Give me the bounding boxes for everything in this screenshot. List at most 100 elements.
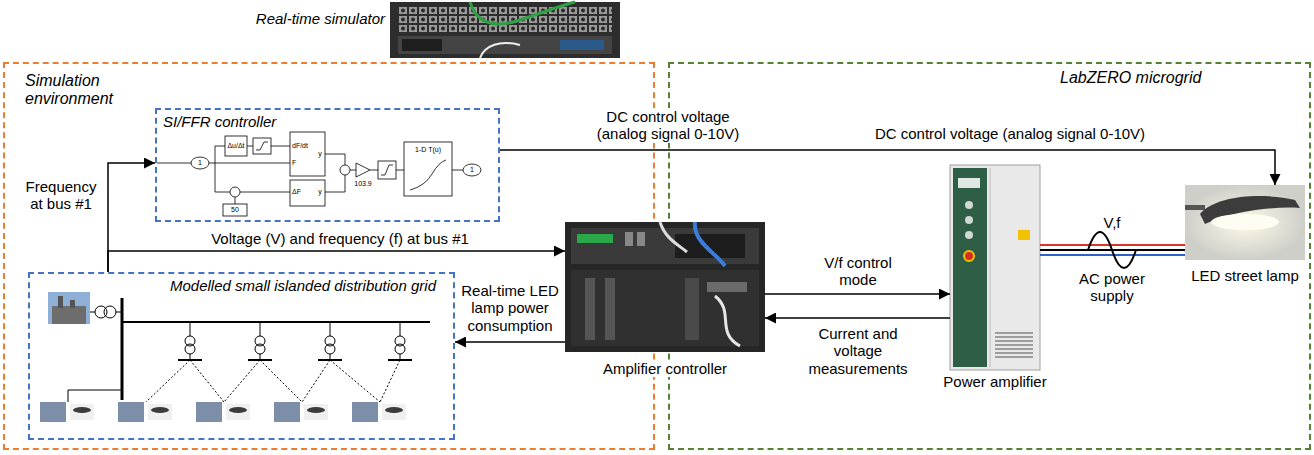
distribution-grid-drawing (190, 322, 191, 336)
simulink-diagram (223, 204, 247, 216)
distribution-grid-drawing (226, 404, 250, 420)
distribution-grid-drawing (260, 360, 302, 402)
simulink-diagram (290, 180, 325, 206)
distribution-grid-drawing (121, 298, 124, 400)
connector-label: DC control voltage (analog signal 0-10V) (588, 108, 748, 143)
connector-label: Real-time LED lamp power consumption (457, 282, 563, 334)
distribution-grid-drawing (104, 306, 116, 318)
simulator-photo (480, 43, 520, 58)
distribution-grid-drawing (146, 360, 400, 402)
distribution-grid-drawing (330, 360, 380, 402)
distribution-grid-drawing (40, 402, 66, 422)
signal-label: DC control voltage (analog signal 0-10V) (855, 125, 1165, 142)
connector-arrow (108, 251, 565, 272)
ac-supply-wires (1040, 244, 1185, 246)
amplifier-controller-photo (695, 222, 725, 266)
distribution-grid-drawing (40, 292, 430, 422)
frame-title: LabZERO microgrid (1060, 69, 1201, 87)
distribution-grid-drawing (352, 402, 378, 422)
simulator-photo (560, 40, 604, 50)
simulink-diagram (370, 170, 378, 171)
simulator-photo (390, 2, 620, 58)
connectors (108, 150, 1275, 342)
power-amplifier-photo (950, 165, 1040, 370)
power-amplifier-photo (950, 165, 1040, 370)
connector-label: V/f control mode (813, 254, 903, 289)
simulator-photo (390, 2, 620, 58)
connector-arrow (1040, 249, 1185, 251)
simulink-diagram (235, 197, 236, 204)
amplifier-controller-photo (605, 278, 615, 340)
power-amplifier-photo (958, 178, 980, 188)
simulink-diagram (256, 142, 268, 150)
ac-supply-wires (1040, 232, 1185, 268)
amplifier-controller-photo (585, 278, 595, 340)
distribution-grid-drawing (302, 360, 330, 402)
simulink-diagram (240, 192, 290, 193)
amplifier-controller-photo (660, 222, 687, 252)
led-street-lamp-photo (1185, 185, 1305, 260)
amplifier-controller-photo (625, 232, 633, 246)
amplifier-controller-photo (565, 222, 765, 352)
power-amplifier-photo (995, 330, 1033, 360)
simulink-diagram (381, 165, 393, 175)
connector-arrow (108, 163, 155, 272)
port-name: F (292, 159, 302, 166)
led-street-lamp-photo (1211, 214, 1279, 230)
connector-arrow (765, 317, 950, 319)
distribution-grid-drawing (255, 344, 265, 354)
distribution-grid-drawing (52, 306, 86, 324)
connector-label: Frequency at bus #1 (20, 178, 102, 213)
constant-value: 50 (223, 206, 247, 213)
distribution-grid-drawing (400, 322, 401, 336)
device-label: Amplifier controller (555, 360, 775, 377)
amplifier-controller-photo (685, 278, 699, 340)
grid-frame: Modelled small islanded distribution gri… (28, 272, 455, 440)
distribution-grid-drawing (304, 404, 328, 420)
gain-value: 103.9 (349, 180, 377, 187)
simulation-environment-frame: Simulation environmentSI/FFR controllerM… (3, 62, 655, 450)
simulator-photo (470, 2, 575, 24)
power-amplifier-photo (1018, 230, 1030, 240)
amplifier-controller-photo (675, 234, 745, 258)
amplifier-controller-photo (715, 296, 740, 346)
simulink-diagram (340, 165, 350, 175)
power-amplifier-photo (965, 216, 973, 224)
simulink-diagram (410, 160, 446, 190)
simulink-diagram (230, 187, 240, 197)
amplifier-controller-photo (565, 222, 765, 352)
distribution-grid-drawing (73, 407, 91, 413)
simulator-photo (398, 36, 612, 54)
connector-label: Current and voltage measurements (803, 325, 913, 377)
power-amplifier-photo (965, 231, 973, 239)
block-label: Δu/Δt (224, 142, 248, 149)
distribution-grid-drawing (58, 296, 63, 308)
power-amplifier-photo (965, 201, 973, 209)
controller-frame: SI/FFR controller (155, 108, 500, 222)
block-label: 1-D T(u) (404, 146, 452, 153)
distribution-grid-drawing (90, 312, 95, 313)
simulink-diagram (157, 132, 481, 216)
led-street-lamp-photo (1185, 185, 1305, 260)
simulink-diagram (253, 138, 271, 154)
led-street-lamp-photo (1185, 205, 1205, 210)
connector-label: Voltage (V) and frequency (f) at bus #1 (130, 230, 550, 247)
simulink-diagram (463, 164, 481, 176)
distribution-grid-drawing (70, 300, 75, 308)
port-name: ΔF (292, 188, 306, 195)
amplifier-controller-box: Amplifier controller (565, 222, 765, 352)
distribution-grid-drawing (260, 322, 261, 336)
device-label: Power amplifier (920, 373, 1070, 390)
device-label: LED street lamp (1180, 267, 1310, 284)
distribution-grid-drawing (185, 344, 195, 354)
distribution-grid-drawing (148, 404, 172, 420)
distribution-grid-drawing (40, 402, 406, 422)
simulink-diagram (350, 170, 356, 171)
distribution-grid-drawing (229, 407, 247, 413)
distribution-grid-drawing (325, 344, 335, 354)
power-amplifier-photo (964, 251, 974, 261)
distribution-grid-drawing (382, 404, 406, 420)
amplifier-controller-photo (577, 234, 613, 243)
port-number: 1 (466, 166, 478, 173)
